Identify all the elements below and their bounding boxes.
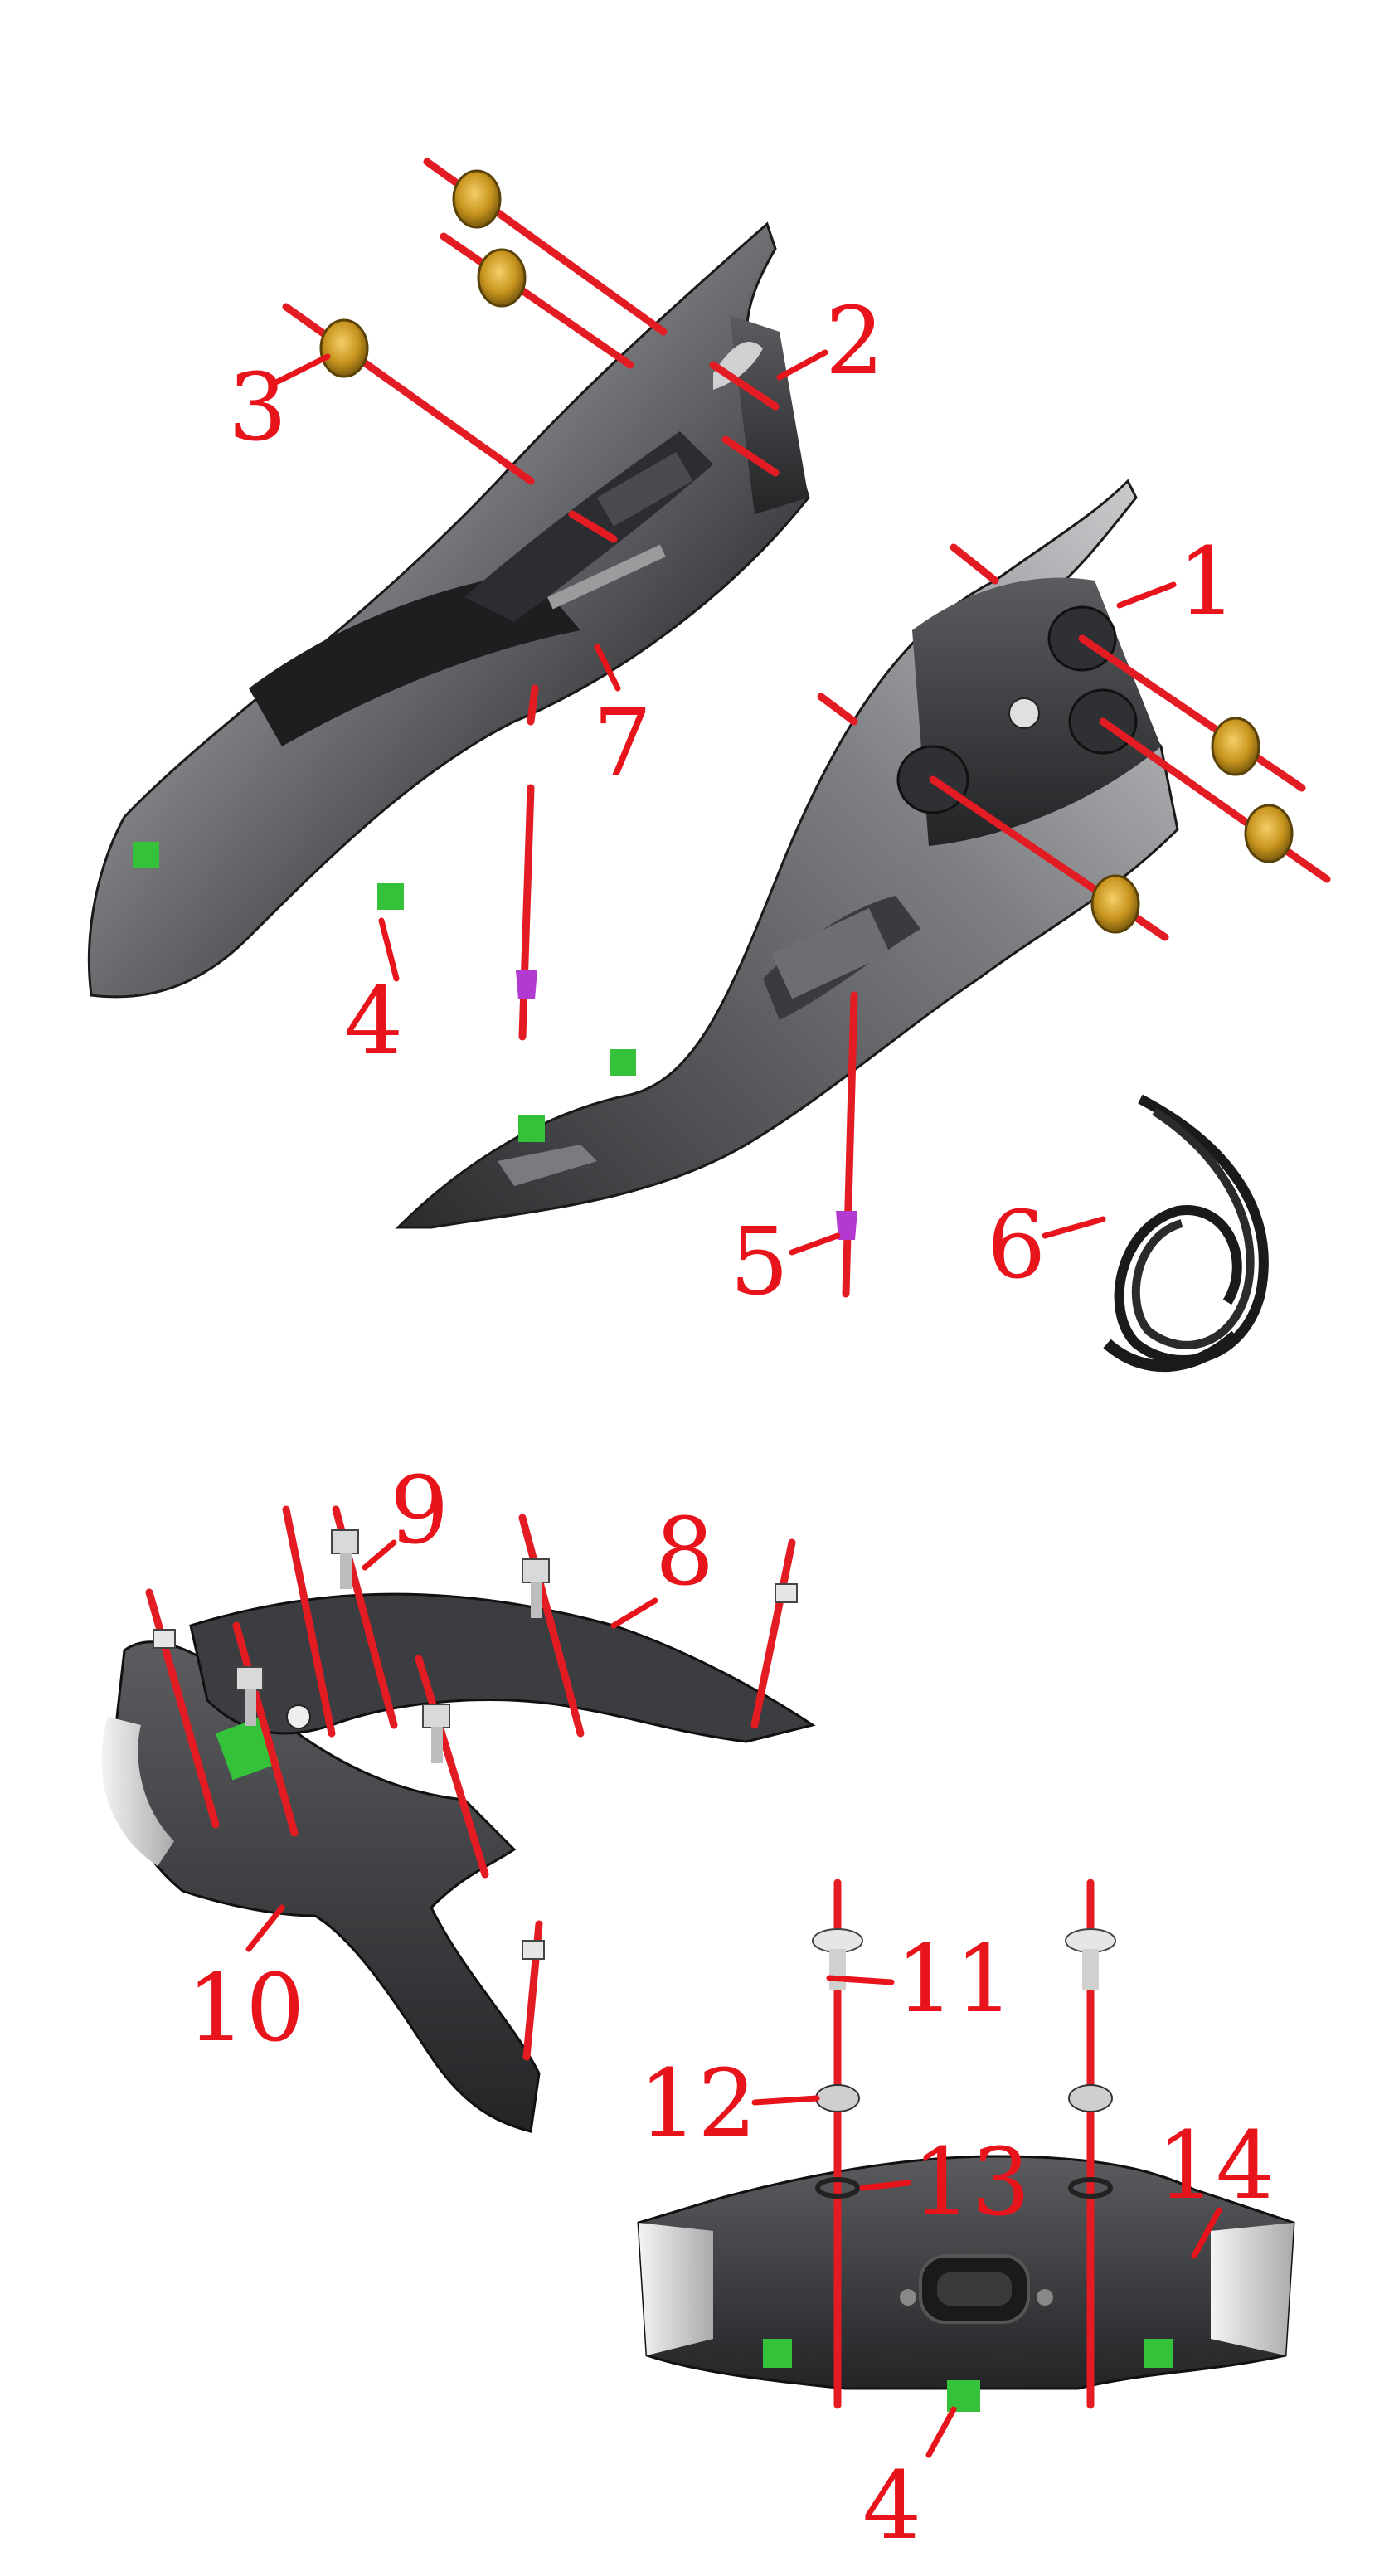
callout-3: 3: [228, 354, 287, 462]
bolt: [531, 1582, 542, 1618]
clip: [133, 842, 159, 868]
rivet: [836, 1211, 857, 1240]
grommet: [1090, 874, 1140, 934]
bolt: [775, 1583, 798, 1603]
callout-10: 10: [187, 1955, 305, 2063]
callout-2: 2: [825, 288, 884, 396]
bolt: [431, 1727, 443, 1763]
clips: [133, 842, 636, 1142]
callout-leaders: [245, 349, 1222, 2458]
grommet: [452, 169, 502, 229]
callout-12: 12: [639, 2050, 757, 2158]
washer: [1068, 2177, 1113, 2199]
callout-9: 9: [390, 1457, 449, 1565]
grommet: [1211, 717, 1260, 776]
tail-light-assembly: [637, 2155, 1295, 2412]
bolt: [522, 1558, 550, 1583]
callout-4-bottom: 4: [862, 2452, 921, 2560]
grommet: [1244, 804, 1294, 863]
bolt: [340, 1553, 352, 1589]
clip: [518, 1115, 545, 1142]
bolt: [331, 1529, 359, 1554]
bolt: [236, 1666, 264, 1691]
grommet: [319, 318, 369, 378]
clip: [610, 1049, 636, 1076]
callout-5: 5: [730, 1208, 789, 1316]
bolt: [1082, 1949, 1099, 1990]
bolt: [153, 1629, 176, 1649]
collar: [1068, 2084, 1113, 2112]
collars-and-washers: [815, 2084, 1113, 2199]
callout-11: 11: [896, 1926, 1014, 2034]
callout-4-top: 4: [344, 968, 403, 1076]
rubber-seal-strip: [1103, 1094, 1269, 1373]
bolt: [522, 1940, 545, 1960]
callout-13: 13: [912, 2129, 1031, 2237]
left-side-cover-panel: [87, 221, 810, 999]
grommet: [477, 248, 527, 308]
callout-labels: 1 2 3 4 5 6 7 8 9 10 11 12 13 14 4: [187, 288, 1275, 2560]
bolt: [245, 1689, 256, 1726]
bolt: [1065, 1928, 1116, 1953]
washer: [815, 2177, 860, 2199]
bolt: [812, 1928, 863, 1953]
collar: [815, 2084, 860, 2112]
callout-1: 1: [1178, 528, 1236, 636]
clip: [377, 883, 404, 910]
grommets: [319, 169, 1294, 934]
callout-6: 6: [987, 1192, 1046, 1300]
rivet: [516, 970, 537, 999]
callout-7: 7: [593, 690, 652, 798]
callout-8: 8: [655, 1499, 714, 1606]
rivets: [516, 970, 857, 1240]
bolt: [829, 1949, 846, 1990]
callout-14: 14: [1157, 2112, 1275, 2220]
bolt: [422, 1704, 450, 1728]
